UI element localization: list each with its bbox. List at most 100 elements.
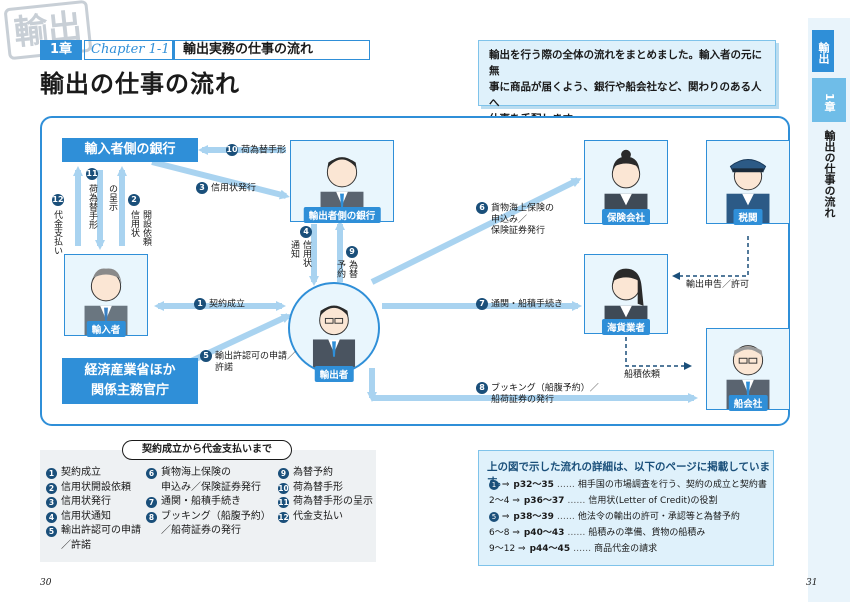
ministry-line: 経済産業省ほか bbox=[84, 363, 176, 378]
list-item-text: ／船荷証券の発行 bbox=[161, 525, 241, 536]
step-number: 10 bbox=[226, 144, 238, 156]
node-caption: 海貨業者 bbox=[601, 319, 651, 335]
list-item: 2 信用状開設依頼 bbox=[46, 481, 150, 496]
intro-line: 輸出を行う際の全体の流れをまとめました。輸入者の元に無 bbox=[489, 49, 762, 77]
list-item: ／許諾 bbox=[46, 539, 150, 554]
edge-label-12: 代金支払い bbox=[52, 210, 62, 255]
ref-pages[interactable]: p40～43 bbox=[523, 528, 565, 538]
intro-box: 輸出を行う際の全体の流れをまとめました。輸入者の元に無 事に商品が届くよう、銀行… bbox=[478, 40, 776, 125]
step-number-12: 12 bbox=[52, 194, 64, 206]
edge-label-9: 為替 bbox=[347, 260, 357, 278]
chapter-title: 輸出実務の仕事の流れ bbox=[172, 40, 370, 60]
ref-desc: 商品代金の請求 bbox=[594, 544, 658, 554]
edge-text: 申込み／ bbox=[491, 214, 528, 225]
node-caption: 輸出者 bbox=[314, 366, 354, 382]
node-importer: 輸入者 bbox=[64, 254, 148, 337]
node-customs: 税関 bbox=[706, 140, 790, 225]
ref-dots: …… bbox=[556, 512, 575, 522]
edge-text: 契約成立 bbox=[209, 299, 246, 310]
ref-pages[interactable]: p36～37 bbox=[523, 496, 565, 506]
node-exporter bbox=[288, 282, 380, 374]
node-importer-bank: 輸入者側の銀行 bbox=[62, 138, 198, 162]
node-ministry: 経済産業省ほか 関係主務官庁 bbox=[62, 358, 198, 404]
step-number: 5 bbox=[46, 526, 57, 537]
ref-desc: 船積みの準備、貨物の船積み bbox=[588, 528, 706, 538]
edge-label-export-declare: 輸出申告／許可 bbox=[686, 280, 750, 290]
list-item: 申込み／保険証券発行 bbox=[146, 481, 286, 496]
exporter-figure-icon bbox=[312, 305, 356, 372]
step-number: 2 bbox=[46, 482, 57, 494]
ref-row: 6～8 ⇒p40～43……船積みの準備、貨物の船積み bbox=[489, 528, 706, 538]
ref-range: 6～8 bbox=[489, 528, 510, 538]
list-item: 4 信用状通知 bbox=[46, 510, 150, 525]
list-item-text: ／許諾 bbox=[61, 539, 91, 551]
ref-range: 2～4 bbox=[489, 496, 510, 506]
ref-row: 1 ⇒p32～35……相手国の市場調査を行う、契約の成立と契約書 bbox=[489, 479, 769, 492]
edge-label-11: 荷為替手形 bbox=[87, 184, 97, 229]
step-number-4: 4 bbox=[300, 226, 312, 238]
ref-pages[interactable]: p38～39 bbox=[513, 512, 554, 522]
edge-text: 船荷証券の発行 bbox=[491, 394, 555, 405]
list-item-text: 信用状開設依頼 bbox=[61, 481, 131, 493]
list-item: ／船荷証券の発行 bbox=[146, 524, 286, 539]
ref-range: 1 bbox=[489, 479, 499, 490]
ref-desc: 相手国の市場調査を行う、契約の成立と契約書 bbox=[577, 480, 767, 490]
step-number: 8 bbox=[476, 382, 488, 394]
edge-label-9b: 予約 bbox=[335, 260, 345, 278]
list-item-text: 代金支払い bbox=[293, 510, 343, 522]
step-number: 4 bbox=[46, 511, 57, 523]
tab-export[interactable]: 輸出 bbox=[812, 30, 834, 72]
dashed-customs bbox=[672, 236, 749, 280]
list-item-text: 通関・船積手続き bbox=[161, 496, 241, 507]
ministry-line: 関係主務官庁 bbox=[90, 383, 169, 398]
edge-label-4: 信用状 bbox=[301, 240, 311, 267]
page-references-box: 上の図で示した流れの詳細は、以下のページに掲載しています。 1 ⇒p32～35…… bbox=[478, 450, 774, 566]
edge-text: ブッキング（船腹予約）／ bbox=[491, 383, 599, 394]
ref-row: 2～4 ⇒p36～37……信用状(Letter of Credit)の役割 bbox=[489, 496, 718, 506]
page-title: 輸出の仕事の流れ bbox=[40, 70, 240, 98]
summary-box bbox=[40, 450, 376, 562]
step-number: 9 bbox=[278, 468, 289, 479]
summary-heading: 契約成立から代金支払いまで bbox=[122, 440, 292, 460]
step-number: 7 bbox=[476, 298, 488, 310]
node-exporter-bank: 輸出者側の銀行 bbox=[290, 140, 394, 223]
node-caption: 船会社 bbox=[728, 395, 768, 411]
node-forwarder: 海貨業者 bbox=[584, 254, 668, 335]
edge-text: 許諾 bbox=[215, 362, 234, 373]
ref-dots: …… bbox=[573, 544, 592, 554]
arrow-6 bbox=[370, 177, 582, 285]
node-insurance: 保険会社 bbox=[584, 140, 668, 225]
list-item-text: 輸出許認可の申請 bbox=[61, 525, 141, 536]
page-number-right: 31 bbox=[806, 578, 818, 588]
step-number: 7 bbox=[146, 497, 157, 508]
tab-chapter-1[interactable]: 1章 bbox=[812, 78, 846, 122]
ref-pages[interactable]: p44～45 bbox=[529, 544, 571, 554]
list-item-text: 荷為替手形 bbox=[293, 481, 343, 493]
step-number: 11 bbox=[278, 497, 289, 508]
list-item-text: ブッキング（船腹予約） bbox=[161, 510, 271, 522]
edge-text: 保険証券発行 bbox=[491, 225, 546, 236]
step-number: 6 bbox=[476, 202, 488, 214]
step-number: 12 bbox=[278, 511, 289, 523]
step-number: 3 bbox=[46, 497, 57, 508]
list-item: 7 通関・船積手続き bbox=[146, 495, 286, 510]
ref-range: 9～12 bbox=[489, 544, 516, 554]
list-item-text: 信用状通知 bbox=[61, 510, 111, 522]
side-vertical-title: 輸出の仕事の流れ bbox=[823, 130, 836, 218]
ref-row: 9～12 ⇒p44～45……商品代金の請求 bbox=[489, 544, 658, 554]
edge-label-ship-request: 船積依頼 bbox=[624, 370, 661, 380]
list-item-text: 貨物海上保険の bbox=[161, 467, 231, 478]
ref-pages[interactable]: p32～35 bbox=[513, 480, 554, 490]
list-item: 12 代金支払い bbox=[278, 510, 374, 525]
list-item: 5 輸出許認可の申請 bbox=[46, 524, 150, 539]
